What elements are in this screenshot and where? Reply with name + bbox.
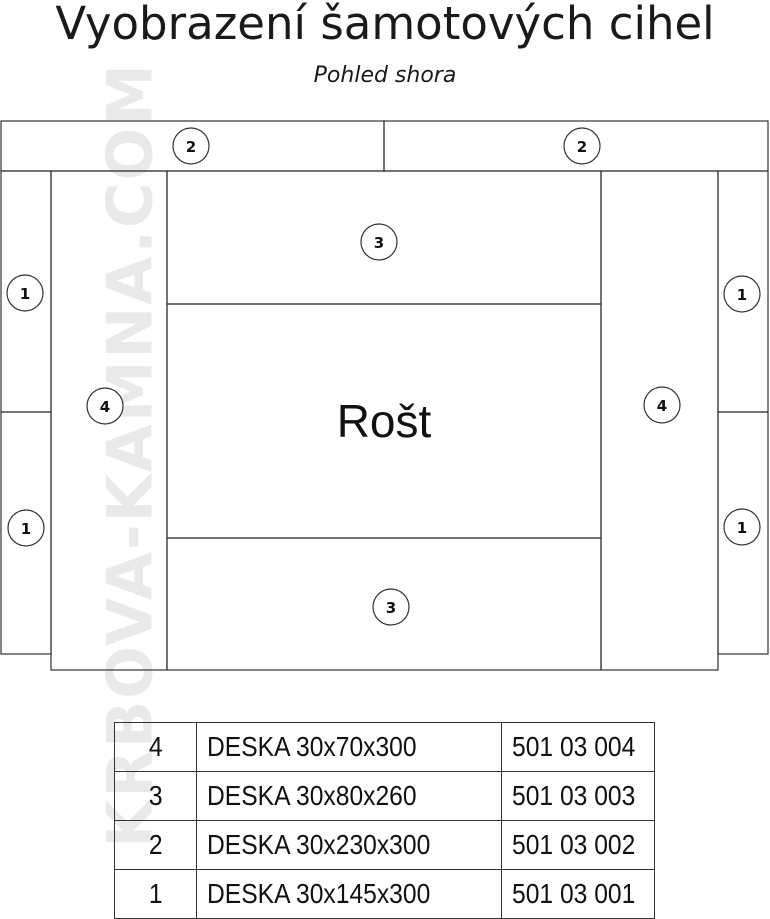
callout-circle-right-lower xyxy=(723,508,761,546)
grate-area xyxy=(166,303,602,539)
callout-center-bottom: 3 xyxy=(386,599,396,617)
callout-top-right: 2 xyxy=(577,138,587,156)
part-code-cell: 501 03 002 xyxy=(501,820,655,870)
callout-left-upper: 1 xyxy=(20,285,30,303)
part-number-cell: 3 xyxy=(114,771,197,821)
callout-circle-left-upper xyxy=(6,274,44,312)
callout-right-upper: 1 xyxy=(737,286,747,304)
brick-layout-diagram: Rošt 2 2 3 1 1 4 4 1 1 3 xyxy=(0,120,769,671)
part-code-cell: 501 03 003 xyxy=(501,771,655,821)
table-row: 1 DESKA 30x145x300 501 03 001 xyxy=(114,869,655,919)
part-name-cell: DESKA 30x230x300 xyxy=(196,820,502,870)
callout-circle-center-top xyxy=(360,223,398,261)
part-name-cell: DESKA 30x70x300 xyxy=(196,722,502,772)
diagram-subtitle: Pohled shora xyxy=(313,63,457,88)
callout-right-side: 4 xyxy=(657,397,667,415)
table-row: 3 DESKA 30x80x260 501 03 003 xyxy=(114,771,655,821)
part-name-cell: DESKA 30x80x260 xyxy=(196,771,502,821)
callout-circle-top-right xyxy=(563,127,601,165)
callout-center-top: 3 xyxy=(374,234,384,252)
callout-circle-left-lower xyxy=(7,509,45,547)
parts-table: 4 DESKA 30x70x300 501 03 004 3 DESKA 30x… xyxy=(114,722,655,919)
callout-circle-center-bottom xyxy=(372,588,410,626)
callout-left-lower: 1 xyxy=(21,520,31,538)
callout-left-side: 4 xyxy=(100,398,110,416)
part-number-cell: 2 xyxy=(114,820,197,870)
callout-circle-right-upper xyxy=(723,275,761,313)
part-number-cell: 4 xyxy=(114,722,197,772)
part-name-cell: DESKA 30x145x300 xyxy=(196,869,502,919)
diagram-title: Vyobrazení šamotových cihel xyxy=(55,0,715,50)
part-code-cell: 501 03 001 xyxy=(501,869,655,919)
callout-circle-top-left xyxy=(172,127,210,165)
callout-circle-right-side xyxy=(643,386,681,424)
part-code-cell: 501 03 004 xyxy=(501,722,655,772)
callout-circle-left-side xyxy=(86,387,124,425)
part-number-cell: 1 xyxy=(114,869,197,919)
callout-right-lower: 1 xyxy=(737,519,747,537)
callout-top-left: 2 xyxy=(186,138,196,156)
table-row: 2 DESKA 30x230x300 501 03 002 xyxy=(114,820,655,870)
grate-label: Rošt xyxy=(337,395,432,447)
table-row: 4 DESKA 30x70x300 501 03 004 xyxy=(114,722,655,772)
